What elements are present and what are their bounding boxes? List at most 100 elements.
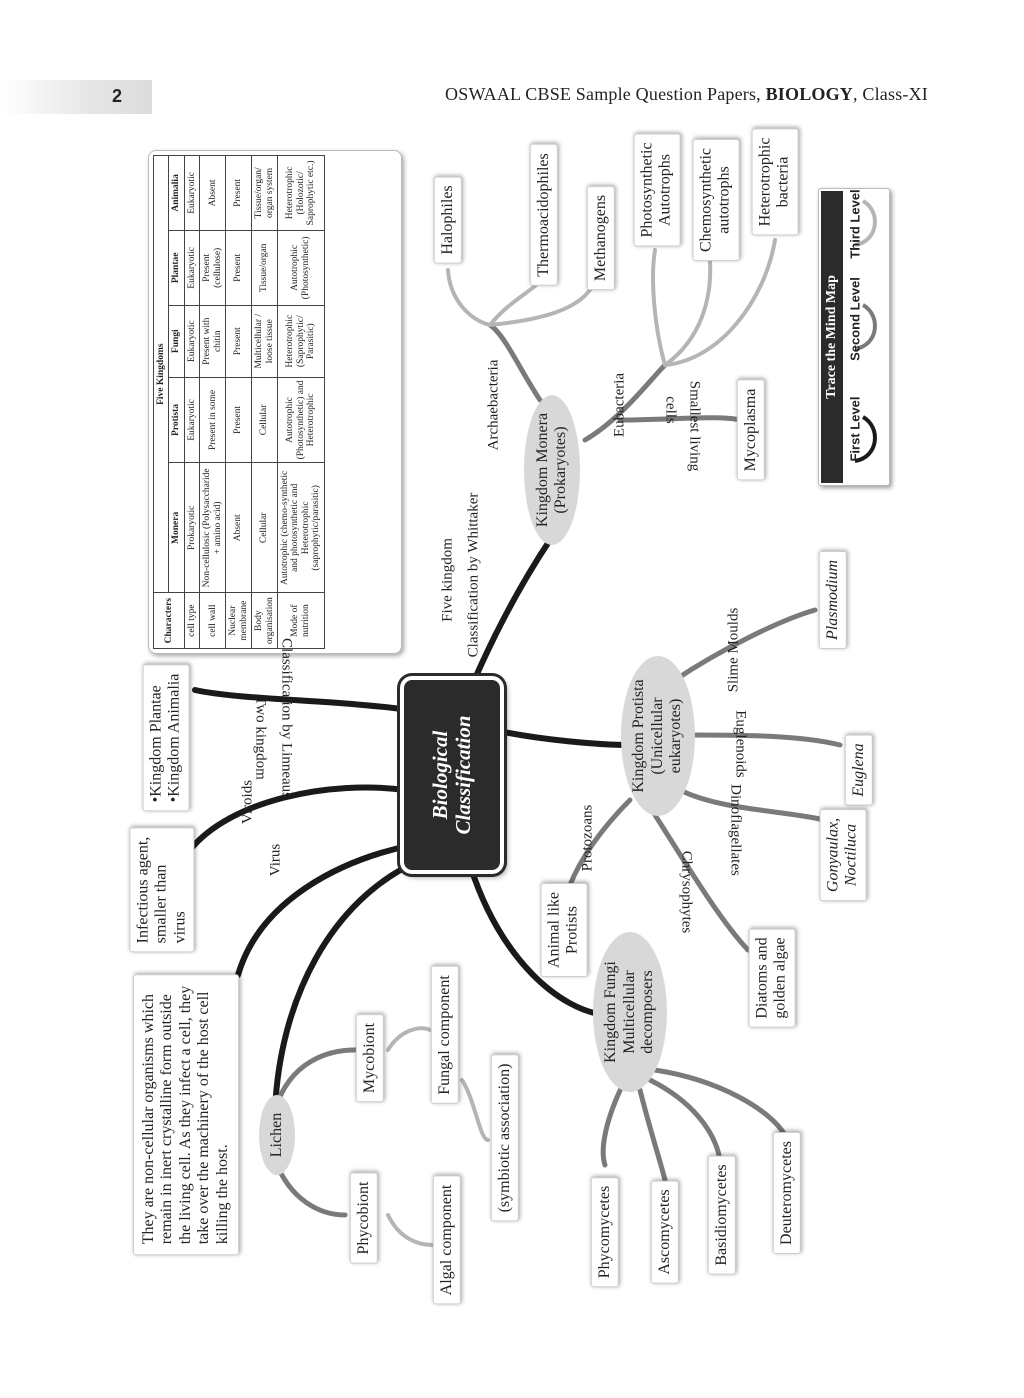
table-cell: Present (cellulose): [199, 230, 226, 306]
table-header: Plantae: [168, 230, 185, 306]
branch-line-phyco: [600, 1077, 628, 1168]
fungi-line1: Kingdom Fungi: [602, 961, 620, 1063]
table-cell: Multicellular / loose tissue: [251, 305, 278, 378]
table-cell: Autotrophic (Photosynthetic): [277, 230, 325, 306]
label-protozoans: Protozoans: [579, 804, 596, 872]
label-cells: cells: [662, 396, 679, 424]
table-cell: Present with chitin: [199, 305, 226, 378]
table-cell: Eukaryotic: [184, 155, 200, 231]
box-mycobiont: Mycobiont: [355, 1013, 385, 1103]
page-number-tab: [0, 80, 152, 114]
header-subject: BIOLOGY: [765, 84, 853, 104]
legend-third-level: Third Level: [847, 189, 863, 259]
branch-line-basidio: [647, 1077, 723, 1163]
table-cell: cell type: [184, 592, 200, 649]
label-virus: Virus: [267, 843, 284, 877]
protista-line1: Kingdom Protista: [630, 679, 648, 793]
table-header: Protista: [168, 377, 185, 463]
branch-line-linneaus: [192, 687, 411, 713]
header-prefix: OSWAAL CBSE Sample Question Papers,: [445, 84, 766, 104]
virus-desc-line4: take over the machinery of the host cell: [195, 991, 213, 1245]
animal-like-line2: Protists: [564, 905, 581, 955]
box-halophiles: Halophiles: [433, 176, 463, 264]
table-cell: Tissue/organ: [251, 230, 278, 306]
table-cell: Heterotrophic (Saprophytic/ Parasitic): [277, 305, 325, 378]
legend-first-level: First Level: [847, 396, 863, 462]
table-cell: Absent: [199, 155, 226, 231]
label-linneaus: Classification by Linneaus: [278, 638, 295, 798]
gonyaulax-line2: Noctiluca: [843, 823, 860, 887]
chemosynthetic-line1: Chemosynthetic: [697, 148, 715, 252]
label-eubacteria: Eubacteria: [611, 372, 628, 438]
branch-line-chryso: [652, 812, 751, 953]
table-cell: Present in some: [199, 377, 226, 463]
table-cell: Heterotrophic (Holozotic/ Saprophytic et…: [277, 155, 325, 231]
virus-desc-line3: the living cell. As they infect a cell, …: [176, 985, 194, 1245]
label-whittaker: Classification by Whittaker: [465, 492, 482, 658]
table-header: Monera: [168, 462, 185, 593]
diatoms-line1: Diatoms and: [753, 937, 771, 1019]
heterotrophic-line2: bacteria: [775, 156, 792, 208]
lichen-label: Lichen: [267, 1112, 285, 1158]
table-cell: Present: [225, 305, 252, 378]
label-euglenoids: Euglenoids: [732, 710, 749, 778]
box-methanogens: Methanogens: [586, 185, 616, 291]
box-phycomycetes: Phycomycetes: [590, 1176, 620, 1288]
box-two-kingdoms: •Kingdom Plantae•Kingdom Animalia: [142, 664, 190, 812]
branch-line-lichen: [272, 857, 423, 1113]
branch-line-fungi: [467, 862, 608, 1018]
label-slime-moulds: Slime Moulds: [725, 607, 742, 693]
table-cell: Prokaryotic: [184, 462, 200, 593]
box-mycoplasma: Mycoplasma: [736, 379, 766, 481]
infectious-line2: smaller than: [152, 864, 170, 944]
leaf-line-chemo: [663, 260, 713, 367]
branch-line-slime: [672, 607, 818, 683]
box-symbiotic-association: (symbiotic association): [490, 1054, 520, 1222]
node-lichen: Lichen: [259, 1095, 295, 1175]
branch-line-monera: [467, 537, 553, 693]
label-dinoflagellates: Dinoflagellates: [727, 784, 744, 876]
table-header: Animalia: [168, 155, 185, 231]
branch-line-smallest: [617, 415, 743, 423]
table-header: Fungi: [168, 305, 185, 378]
kingdoms-two-line1: •Kingdom Plantae: [147, 685, 165, 803]
branch-line-protozoans: [567, 797, 633, 888]
label-chrysophytes: Chrysophytes: [678, 850, 695, 934]
running-header: OSWAAL CBSE Sample Question Papers, BIOL…: [445, 84, 928, 105]
virus-desc-line5: killing the host.: [213, 1144, 231, 1245]
center-title: Biological Classification: [427, 715, 475, 834]
branch-line-asco: [637, 1087, 668, 1183]
node-kingdom-monera: Kingdom Monera(Prokaryotes): [524, 395, 580, 545]
box-euglena: Euglena: [844, 734, 874, 806]
leaf-line-symbiotic: [460, 1078, 490, 1142]
box-plasmodium: Plasmodium: [818, 551, 848, 649]
table-cell: Non-cellulosic (Polysaccharide + amino a…: [199, 462, 226, 593]
table-cell: Nuclear membrane: [225, 592, 252, 649]
table-cell: Eukaryotic: [184, 230, 200, 306]
heterotrophic-line1: Heterotrophic: [756, 137, 774, 227]
protista-line3: eukaryotes): [667, 698, 685, 774]
diatoms-line2: golden algae: [772, 937, 789, 1019]
center-title-line1: Biological: [427, 730, 452, 820]
table-cell: Absent: [225, 462, 252, 593]
label-viroids: Viroids: [239, 779, 256, 825]
table-cell: Eukaryotic: [184, 377, 200, 463]
table-cell: Present: [225, 377, 252, 463]
table-cell: Body organisation: [251, 592, 278, 649]
header-suffix: , Class-XI: [853, 84, 928, 104]
kingdoms-two-line2: •Kingdom Animalia: [166, 673, 183, 803]
legend-second-level: Second Level: [847, 277, 863, 361]
leaf-line-photo: [651, 248, 667, 367]
leaf-line-fungal: [386, 1026, 432, 1052]
branch-line-virus: [235, 842, 415, 978]
label-smallest-living: Smallest living: [686, 380, 703, 472]
table-cell: cell wall: [199, 592, 226, 649]
legend-title: Trace the Mind Map: [824, 275, 839, 399]
infectious-line1: Infectious agent,: [134, 836, 152, 944]
protista-line2: (Unicellular: [648, 697, 666, 775]
